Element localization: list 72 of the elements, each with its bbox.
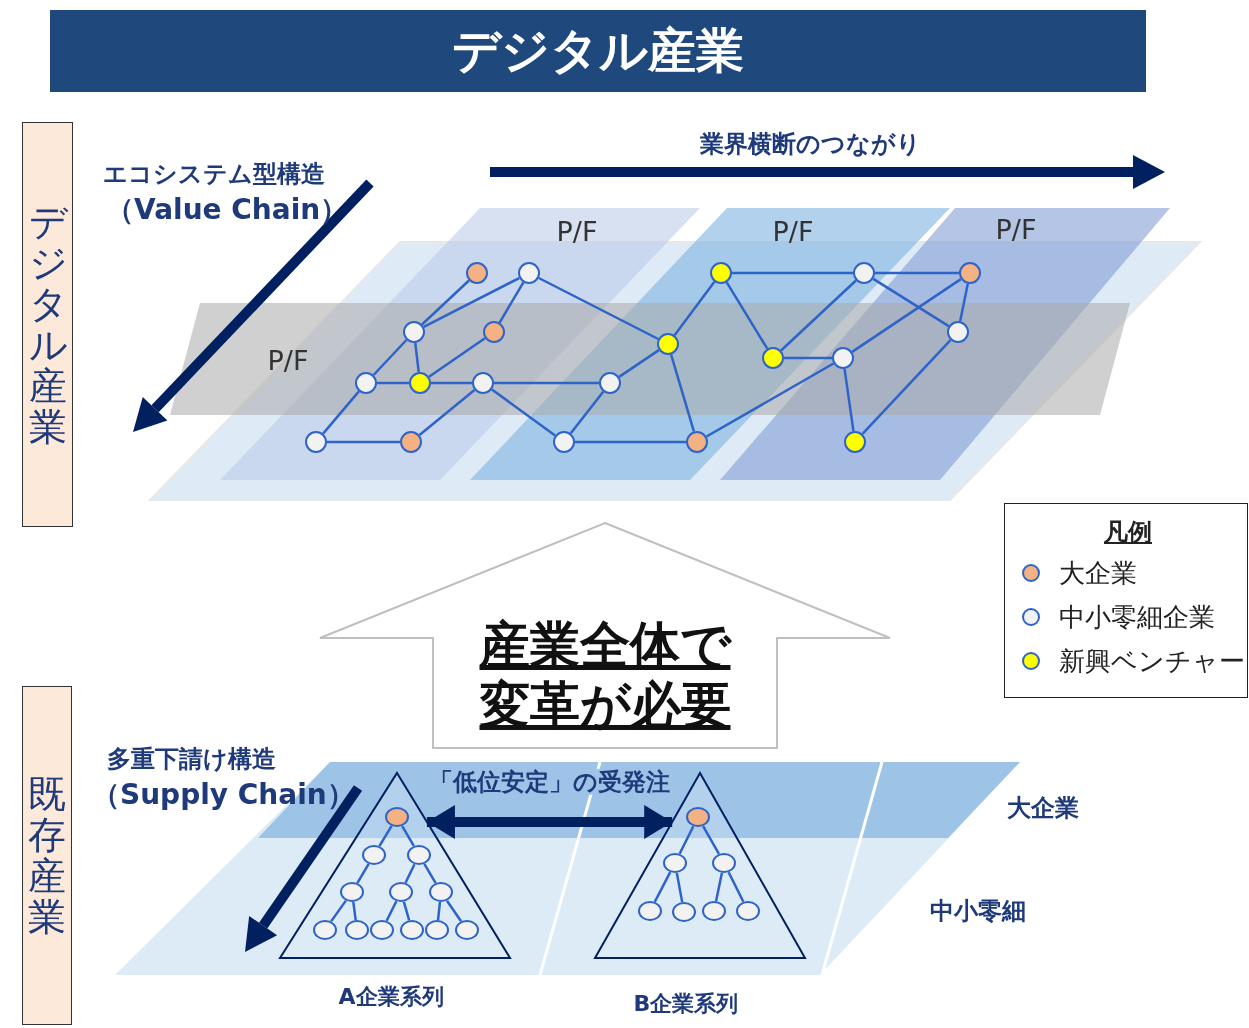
connector-line [436, 901, 442, 921]
connector-line [678, 825, 695, 855]
connector-line [322, 390, 360, 435]
connector-line [732, 271, 853, 275]
group-caption: B企業系列 [633, 991, 739, 1017]
connector-line [491, 388, 556, 437]
plate-label: P/F [556, 217, 598, 245]
connector-line [494, 381, 599, 385]
connector-line [725, 281, 769, 350]
connector-line [675, 872, 684, 903]
band-label: デジタル産業 [28, 201, 67, 448]
legend-title: 凡例 [1104, 517, 1152, 548]
connector-line [569, 390, 605, 435]
title-banner: デジタル産業 [50, 10, 1146, 92]
connector-line [418, 389, 476, 436]
arrow-text: 産業全体で変革が必要 [478, 615, 733, 735]
connector-line [702, 825, 720, 855]
connector-line [423, 863, 437, 884]
connector-line [421, 279, 470, 326]
band-label: 既存産業 [28, 773, 66, 938]
plate-label: P/F [267, 346, 309, 374]
connector-line [851, 278, 962, 353]
connector-line [498, 281, 525, 324]
legend-label: 新興ベンチャー [1059, 644, 1245, 678]
double-arrow [426, 805, 673, 839]
connector-line [401, 825, 415, 847]
legend-label: 中小零細企業 [1059, 600, 1215, 634]
connector-line [538, 276, 659, 341]
connector-line [414, 342, 420, 373]
connector-line [653, 871, 672, 903]
connector-line [673, 281, 716, 336]
connector-line [669, 354, 696, 432]
connector-line [714, 872, 724, 902]
band-label: 大企業 [1007, 794, 1079, 822]
legend-label: 大企業 [1059, 556, 1137, 590]
connector-line [445, 900, 463, 922]
connector-line [356, 863, 370, 884]
connector-line [875, 271, 959, 275]
connector-line [705, 362, 835, 438]
connector-line [385, 900, 398, 922]
connector-line [352, 901, 357, 921]
connector-line [784, 356, 832, 360]
band-label: 中小零細 [930, 897, 1026, 925]
label-text: 業界横断のつながり [700, 130, 921, 158]
side-band [22, 686, 72, 1025]
connector-line [575, 440, 686, 444]
plate-label: P/F [772, 217, 814, 245]
label-text: 多重下請け構造 [107, 745, 276, 773]
connector-line [618, 349, 660, 378]
connector-line [327, 440, 400, 444]
side-band [22, 122, 73, 527]
connector-line [404, 863, 416, 884]
connector-line [330, 899, 347, 923]
connector-line [378, 825, 393, 847]
connector-line [372, 339, 408, 376]
up-arrow-shape [320, 523, 890, 748]
group-caption: A企業系列 [338, 984, 444, 1010]
plate-label: P/F [995, 215, 1037, 243]
label-text: エコシステム型構造 [103, 160, 325, 188]
connector-line [780, 279, 857, 352]
connector-line [958, 283, 970, 322]
label-text: （Value Chain） [106, 194, 349, 226]
connector-line [423, 276, 520, 329]
connector-line [377, 381, 409, 385]
connector-line [727, 871, 745, 903]
connector-line [861, 339, 952, 435]
label-text: （Supply Chain） [92, 779, 355, 811]
connector-line [402, 901, 411, 921]
connector-line [872, 277, 950, 328]
connector-line [843, 368, 855, 432]
connector-line [431, 381, 472, 385]
connector-line [428, 337, 486, 378]
